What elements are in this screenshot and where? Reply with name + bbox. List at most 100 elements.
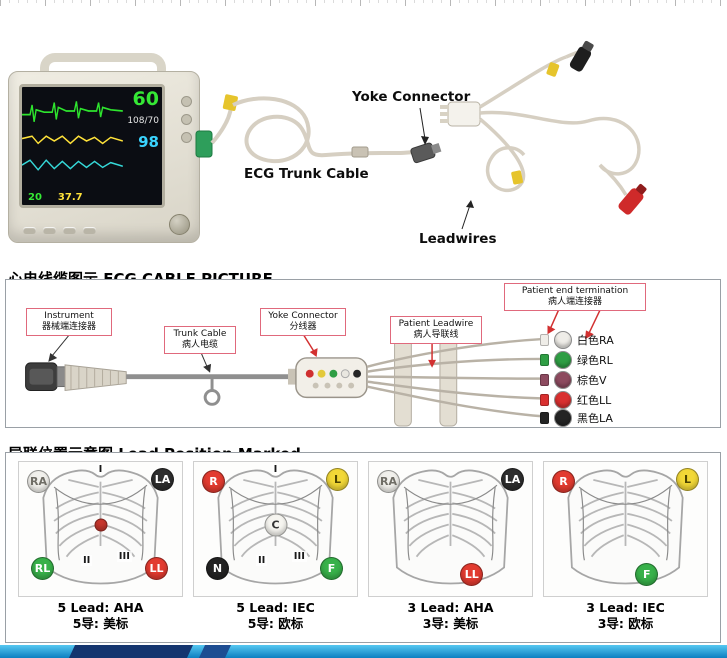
monitor-button — [83, 227, 96, 234]
callout-patient-leadwire: Patient Leadwire 病人导联线 — [390, 316, 482, 344]
black-clip-icon — [569, 40, 594, 72]
callout-termination-cn: 病人端连接器 — [547, 297, 602, 307]
snap-connector-icon — [554, 408, 572, 427]
limb-label-iii: III — [291, 551, 307, 562]
monitor-button — [43, 227, 56, 234]
cable-schematic-drawing — [25, 310, 601, 427]
trunk-cable-drawing — [126, 374, 292, 406]
limb-label-i: I — [96, 464, 105, 475]
callout-trunk-cable: Trunk Cable 病人电缆 — [164, 326, 236, 354]
electrode-l: L — [326, 468, 349, 491]
electrode-l: L — [676, 468, 699, 491]
monitor-bottom-readings: 20 37.7 — [28, 192, 83, 203]
instrument-connector-drawing — [25, 362, 127, 392]
bottom-banner — [0, 645, 727, 658]
electrode-f: F — [635, 563, 659, 586]
ecg-waveforms — [22, 101, 123, 171]
electrode-la: LA — [151, 468, 174, 491]
torso-diagram: RA LA RL LL I II III — [18, 461, 183, 597]
callout-yoke-cn: 分线器 — [289, 322, 317, 332]
lead-label: 红色LL — [577, 393, 612, 407]
panel-5-lead-aha: RA LA RL LL I II III 5 Lead: AHA 5导: 美标 — [18, 461, 183, 634]
electrode-chest — [94, 518, 107, 532]
panel-caption-cn: 5导: 欧标 — [247, 616, 304, 631]
monitor-temp-value: 37.7 — [57, 192, 83, 203]
panel-3-lead-aha: RA LA LL 3 Lead: AHA 3导: 美标 — [368, 461, 533, 634]
lead-position-panels: RA LA RL LL I II III 5 Lead: AHA 5导: 美标 … — [5, 452, 721, 643]
torso-diagram: R L F — [543, 461, 708, 597]
limb-label-ii: II — [255, 555, 268, 566]
callout-trunk-cn: 病人电缆 — [181, 340, 218, 350]
lead-ferrule — [540, 353, 549, 366]
lead-row-white-ra: 白色RA — [540, 330, 614, 349]
lead-ferrule — [540, 411, 549, 424]
callout-leadwire-en: Patient Leadwire — [398, 319, 474, 329]
torso-diagram: RA LA LL — [368, 461, 533, 597]
callout-instrument-en: Instrument — [44, 311, 94, 321]
banner-shape — [68, 645, 194, 658]
monitor-knob — [169, 214, 190, 235]
electrode-r: R — [552, 470, 575, 493]
callout-trunk-en: Trunk Cable — [173, 329, 227, 339]
snap-connector-icon — [554, 390, 572, 409]
callout-leadwire-cn: 病人导联线 — [413, 330, 459, 340]
monitor-readings: 60 108/70 98 — [127, 89, 159, 151]
monitor-front-buttons — [23, 227, 96, 234]
yoke-connector-drawing — [288, 357, 368, 399]
limb-label-ii: II — [80, 555, 93, 566]
panel-caption-en: 3 Lead: IEC — [586, 600, 665, 615]
monitor-button — [181, 132, 192, 143]
monitor-handle — [40, 53, 166, 83]
panel-caption-en: 5 Lead: AHA — [57, 600, 144, 615]
electrode-f: F — [320, 557, 343, 580]
leadwires-photo — [440, 40, 647, 230]
callout-instrument: Instrument 器械端连接器 — [26, 308, 112, 336]
lead-row-brown-v: 棕色V — [540, 370, 607, 389]
monitor-body: 60 108/70 98 20 37.7 — [8, 71, 200, 243]
lead-row-red-ll: 红色LL — [540, 390, 612, 409]
lead-ferrule — [540, 373, 549, 386]
ecg-trunk-cable-label: ECG Trunk Cable — [244, 166, 369, 182]
panel-caption-cn: 5导: 美标 — [72, 616, 129, 631]
yoke-connector-label: Yoke Connector — [352, 89, 471, 105]
lead-label: 黑色LA — [577, 411, 613, 425]
torso-diagram: R L C N F I II III — [193, 461, 358, 597]
snap-connector-icon — [554, 350, 572, 369]
callout-instrument-cn: 器械端连接器 — [41, 322, 96, 332]
leadwires-label: Leadwires — [419, 231, 497, 247]
panel-caption-en: 3 Lead: AHA — [407, 600, 494, 615]
callout-yoke-en: Yoke Connector — [268, 311, 338, 321]
lead-row-black-la: 黑色LA — [540, 408, 613, 427]
electrode-n: N — [206, 557, 229, 580]
electrode-ra: RA — [27, 470, 50, 493]
panel-caption-en: 5 Lead: IEC — [236, 600, 315, 615]
callout-arrows — [48, 310, 601, 373]
photo-section: 60 108/70 98 20 37.7 — [0, 5, 727, 255]
electrode-la: LA — [501, 468, 524, 491]
panel-caption: 5 Lead: IEC 5导: 欧标 — [236, 600, 315, 632]
ruler-ticks — [0, 0, 727, 6]
patient-monitor: 60 108/70 98 20 37.7 — [8, 53, 200, 245]
callout-yoke-connector: Yoke Connector 分线器 — [260, 308, 346, 336]
limb-label-i: I — [271, 464, 280, 475]
lead-label: 绿色RL — [577, 353, 613, 367]
monitor-button — [181, 96, 192, 107]
lead-ferrule — [540, 393, 549, 406]
panel-3-lead-iec: R L F 3 Lead: IEC 3导: 欧标 — [543, 461, 708, 634]
banner-shape — [198, 645, 232, 658]
panel-caption-cn: 3导: 美标 — [422, 616, 479, 631]
callout-patient-end-termination: Patient end termination 病人端连接器 — [504, 283, 646, 311]
electrode-ra: RA — [377, 470, 400, 493]
monitor-resp-value: 20 — [28, 192, 42, 203]
electrode-ll: LL — [460, 563, 484, 586]
yoke-connector-photo — [410, 142, 442, 164]
snap-connector-icon — [554, 370, 572, 389]
red-clip-icon — [618, 184, 647, 215]
panel-caption: 5 Lead: AHA 5导: 美标 — [57, 600, 143, 632]
monitor-spo2-value: 98 — [138, 133, 159, 151]
monitor-button — [63, 227, 76, 234]
electrode-r: R — [202, 470, 225, 493]
monitor-hr-value: 60 — [132, 88, 159, 110]
cable-photos-drawing — [195, 40, 647, 230]
